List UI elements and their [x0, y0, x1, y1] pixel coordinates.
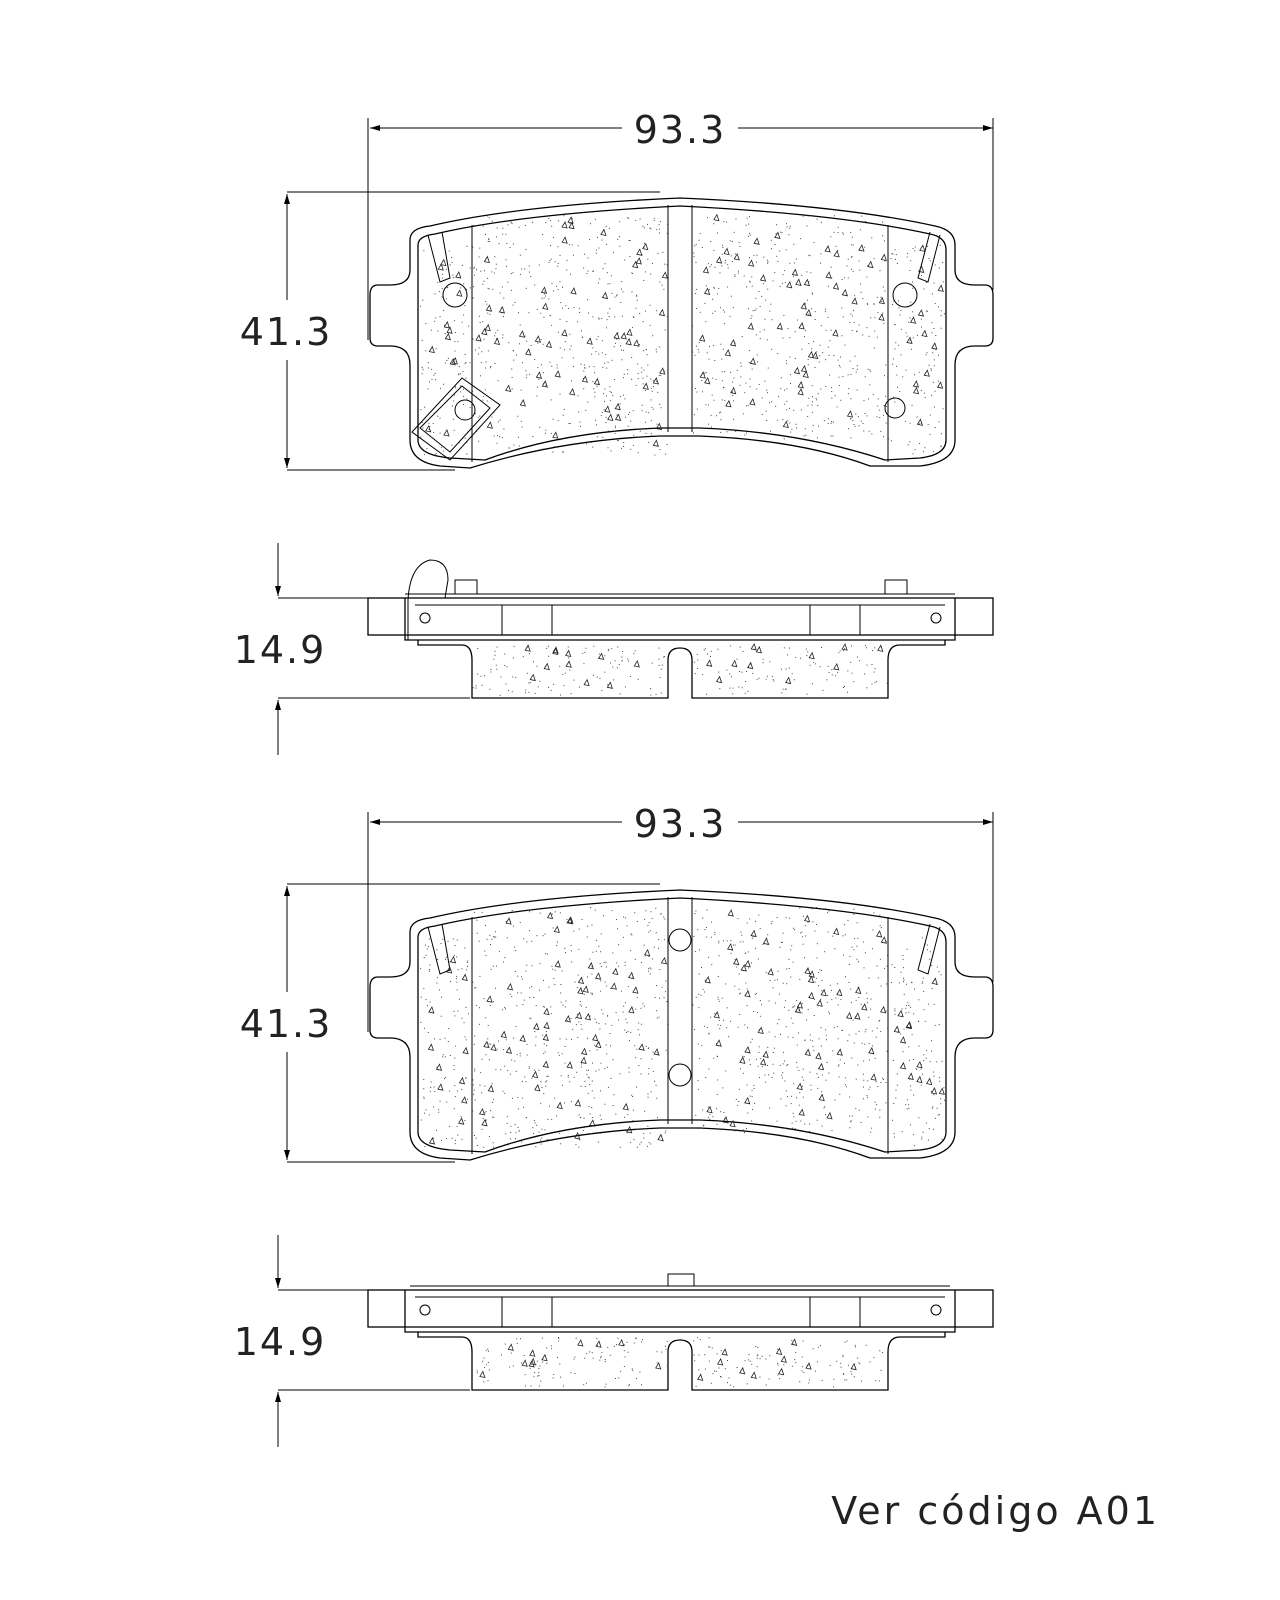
width-dimension: 93.3 — [367, 802, 994, 1032]
friction-texture — [476, 1337, 669, 1388]
thickness-dimension: 14.9 — [234, 1235, 470, 1447]
friction-texture — [890, 937, 945, 1147]
pad-set-2: 93.3 41.3 — [234, 802, 994, 1447]
pad-side-view — [367, 559, 994, 699]
friction-texture — [692, 213, 889, 440]
friction-texture — [420, 245, 471, 456]
friction-texture — [472, 644, 665, 696]
friction-texture — [420, 938, 470, 1148]
friction-texture — [890, 244, 945, 455]
pad-face-view — [369, 197, 994, 469]
width-label: 93.3 — [634, 802, 727, 846]
friction-texture — [693, 1337, 884, 1388]
height-label: 41.3 — [240, 310, 333, 354]
reference-note: Ver código A01 — [831, 1489, 1160, 1533]
pad-set-1: 93.3 41.3 — [234, 108, 994, 755]
height-dimension: 41.3 — [240, 883, 660, 1163]
height-dimension: 41.3 — [240, 191, 660, 471]
width-dimension: 93.3 — [367, 108, 994, 340]
height-label: 41.3 — [240, 1002, 333, 1046]
thickness-label: 14.9 — [234, 628, 327, 672]
width-label: 93.3 — [634, 108, 727, 152]
thickness-dimension: 14.9 — [234, 543, 470, 755]
pad-side-view — [367, 1273, 994, 1391]
pad-face-view — [369, 889, 994, 1161]
friction-texture — [472, 215, 669, 456]
friction-texture — [693, 643, 888, 695]
thickness-label: 14.9 — [234, 1320, 327, 1364]
friction-texture — [692, 907, 889, 1133]
friction-texture — [472, 907, 669, 1148]
